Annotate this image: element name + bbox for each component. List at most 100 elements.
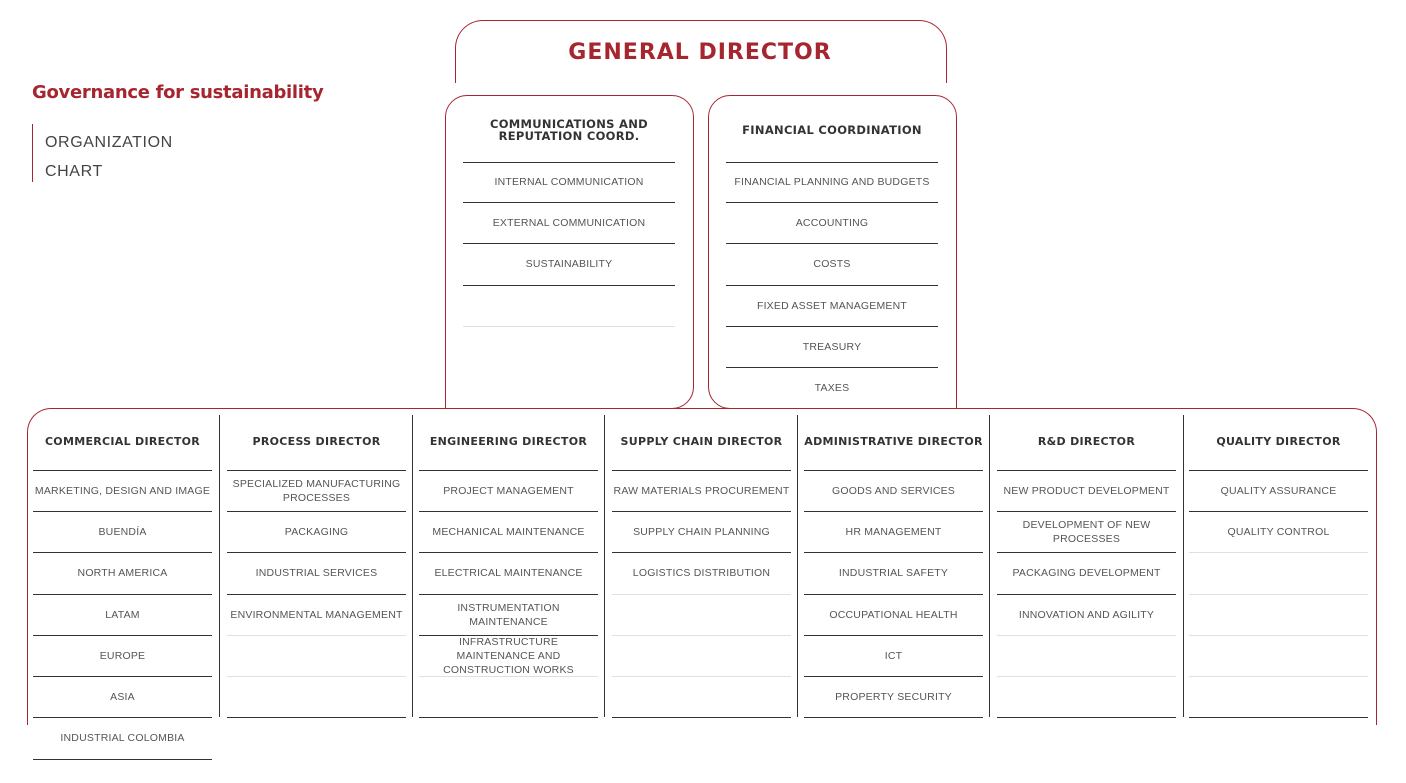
director-title: QUALITY DIRECTOR [1216, 435, 1341, 448]
coordination-title: COMMUNICATIONS AND REPUTATION COORD. [489, 117, 649, 143]
director-item [1189, 636, 1368, 675]
row-divider [804, 470, 983, 471]
director-item [612, 677, 791, 716]
coordination-item: INTERNAL COMMUNICATION [494, 176, 644, 188]
row-divider [804, 511, 983, 512]
row-divider [997, 717, 1176, 718]
row-divider [463, 162, 675, 163]
general-director-frame [455, 20, 947, 83]
director-item [612, 595, 791, 634]
row-divider [726, 202, 938, 203]
director-item: BUENDÍA [98, 525, 147, 538]
row-divider [1189, 676, 1368, 677]
row-divider [1189, 635, 1368, 636]
row-divider [726, 326, 938, 327]
director-item: INDUSTRIAL SAFETY [838, 567, 949, 579]
row-divider [33, 676, 212, 677]
director-item: ENVIRONMENTAL MANAGEMENT [230, 608, 403, 621]
column-separator [797, 415, 798, 717]
row-divider [33, 635, 212, 636]
director-item: MECHANICAL MAINTENANCE [432, 525, 585, 538]
row-divider [227, 635, 406, 636]
director-title: R&D DIRECTOR [1037, 435, 1136, 448]
director-item [997, 636, 1176, 675]
director-item: OCCUPATIONAL HEALTH [829, 608, 958, 621]
row-divider [227, 511, 406, 512]
row-divider [33, 594, 212, 595]
director-item: ELECTRICAL MAINTENANCE [434, 567, 583, 579]
row-divider [804, 676, 983, 677]
row-divider [419, 676, 598, 677]
director-item: PACKAGING DEVELOPMENT [1012, 567, 1161, 579]
director-title: COMMERCIAL DIRECTOR [44, 435, 201, 448]
director-item: LATAM [105, 608, 140, 621]
row-divider [997, 676, 1176, 677]
row-divider [726, 243, 938, 244]
row-divider [804, 552, 983, 553]
row-divider [726, 162, 938, 163]
director-item [227, 636, 406, 675]
director-item: PACKAGING [284, 525, 349, 538]
column-separator [604, 415, 605, 717]
row-divider [463, 202, 675, 203]
director-item: HR MANAGEMENT [845, 525, 942, 538]
row-divider [997, 552, 1176, 553]
row-divider [804, 717, 983, 718]
row-divider [227, 717, 406, 718]
row-divider [419, 594, 598, 595]
column-separator [412, 415, 413, 717]
director-item: MARKETING, DESIGN AND IMAGE [34, 484, 211, 497]
director-item [997, 677, 1176, 716]
director-item: NEW PRODUCT DEVELOPMENT [1003, 484, 1170, 497]
coordination-item: SUSTAINABILITY [525, 258, 613, 270]
row-divider [33, 511, 212, 512]
director-item: INDUSTRIAL SERVICES [255, 567, 378, 579]
subtitle-line-2: CHART [45, 163, 103, 180]
coordination-item: EXTERNAL COMMUNICATION [492, 216, 646, 229]
director-item: PROPERTY SECURITY [835, 690, 952, 703]
coordination-item: FIXED ASSET MANAGEMENT [756, 299, 908, 312]
director-item: INDUSTRIAL COLOMBIA [60, 732, 185, 744]
director-title: ADMINISTRATIVE DIRECTOR [804, 435, 983, 448]
row-divider [463, 326, 675, 327]
row-divider [1189, 594, 1368, 595]
row-divider [997, 635, 1176, 636]
row-divider [804, 594, 983, 595]
director-item: INSTRUMENTATION MAINTENANCE [457, 601, 560, 628]
row-divider [612, 594, 791, 595]
director-item: NORTH AMERICA [77, 567, 168, 579]
row-divider [33, 552, 212, 553]
row-divider [612, 635, 791, 636]
row-divider [1189, 511, 1368, 512]
row-divider [419, 552, 598, 553]
director-item [1189, 595, 1368, 634]
coordination-item: TAXES [814, 381, 850, 394]
coordination-item: ACCOUNTING [795, 216, 869, 229]
row-divider [227, 676, 406, 677]
row-divider [227, 552, 406, 553]
director-title: SUPPLY CHAIN DIRECTOR [620, 435, 783, 448]
director-item: QUALITY ASSURANCE [1220, 484, 1337, 497]
row-divider [1189, 717, 1368, 718]
row-divider [726, 367, 938, 368]
subtitle-block: ORGANIZATION CHART [32, 124, 245, 182]
director-item [612, 636, 791, 675]
row-divider [227, 594, 406, 595]
director-item: SUPPLY CHAIN PLANNING [633, 525, 770, 538]
row-divider [726, 285, 938, 286]
row-divider [997, 594, 1176, 595]
director-item: GOODS AND SERVICES [831, 484, 956, 497]
director-item [1189, 553, 1368, 593]
page-title: Governance for sustainability [32, 82, 324, 103]
director-item: SPECIALIZED MANUFACTURING PROCESSES [232, 477, 401, 504]
row-divider [612, 511, 791, 512]
coordination-item [463, 286, 675, 325]
row-divider [33, 759, 212, 760]
coordination-item: COSTS [813, 258, 851, 270]
director-item: ICT [884, 649, 903, 662]
director-item [1189, 677, 1368, 716]
row-divider [463, 285, 675, 286]
row-divider [997, 511, 1176, 512]
row-divider [612, 552, 791, 553]
director-item [419, 677, 598, 716]
